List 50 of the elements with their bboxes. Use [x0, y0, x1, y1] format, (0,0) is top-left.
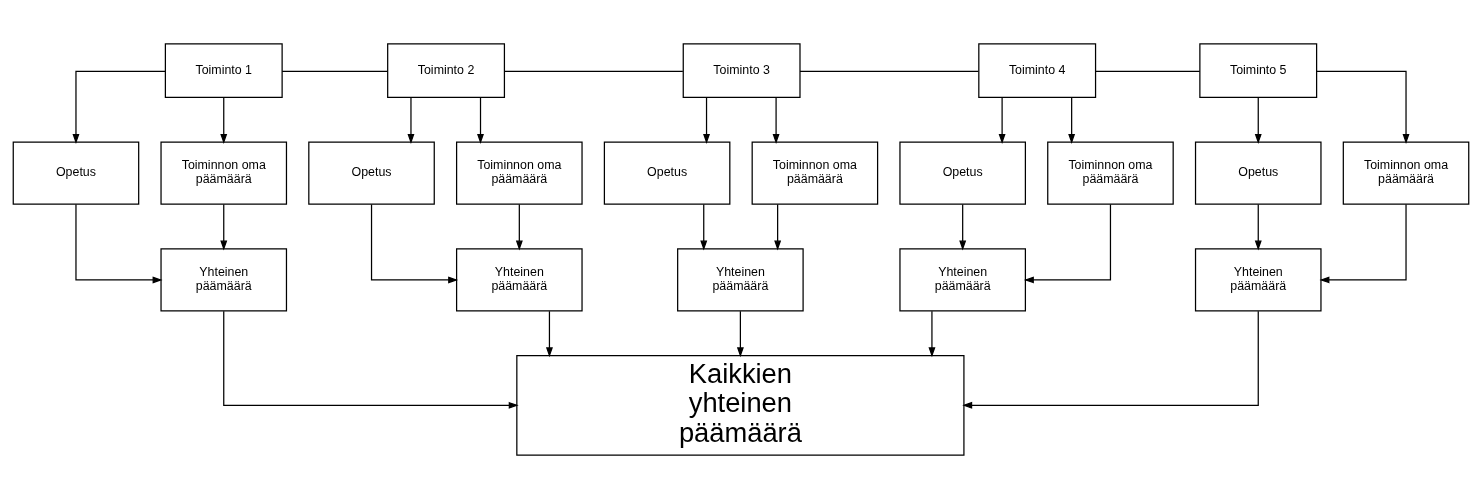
node-box: Toiminnon oma päämäärä	[1047, 141, 1174, 205]
connector	[1095, 70, 1201, 72]
connector	[503, 70, 684, 72]
node-box: Toiminnon oma päämäärä	[160, 141, 288, 205]
node-box: Toiminto 5	[1199, 43, 1318, 98]
node-box: Yhteinen päämäärä	[899, 248, 1026, 312]
node-box: Opetus	[1194, 141, 1322, 205]
node-box: Toiminto 2	[387, 43, 506, 98]
arrow	[370, 203, 459, 284]
arrow	[477, 96, 484, 144]
arrow	[220, 96, 228, 144]
node-box: Toiminnon oma päämäärä	[751, 141, 879, 205]
node-box: Kaikkien yhteinen päämäärä	[516, 355, 965, 456]
arrow	[545, 310, 553, 358]
arrow	[220, 203, 228, 251]
node-box: Opetus	[308, 141, 435, 205]
node-box: Toiminnon oma päämäärä	[456, 141, 583, 205]
arrow	[1254, 203, 1262, 251]
arrow	[700, 203, 708, 251]
arrow	[1023, 203, 1112, 284]
arrow	[515, 203, 523, 251]
arrow	[72, 70, 166, 144]
arrow	[1316, 70, 1410, 144]
arrow	[1319, 203, 1407, 284]
arrow	[772, 96, 780, 144]
node-box: Yhteinen päämäärä	[160, 248, 288, 312]
arrow	[998, 96, 1006, 144]
arrow	[736, 310, 744, 358]
node-box: Toiminto 4	[978, 43, 1097, 98]
arrow	[962, 310, 1259, 409]
arrow	[703, 96, 711, 144]
arrow	[928, 310, 936, 358]
node-box: Opetus	[12, 141, 140, 205]
node-box: Yhteinen päämäärä	[1194, 248, 1322, 312]
arrow	[75, 203, 163, 284]
arrow	[407, 96, 415, 144]
node-box: Yhteinen päämäärä	[456, 248, 583, 312]
node-box: Toiminnon oma päämäärä	[1342, 141, 1470, 205]
arrow	[223, 310, 519, 409]
node-box: Toiminto 3	[682, 43, 801, 98]
node-box: Yhteinen päämäärä	[677, 248, 804, 312]
node-box: Opetus	[603, 141, 731, 205]
arrow	[774, 203, 782, 251]
node-box: Opetus	[899, 141, 1026, 205]
arrow	[959, 203, 967, 251]
arrow	[1068, 96, 1076, 144]
node-box: Toiminto 1	[164, 43, 283, 98]
arrow	[1254, 96, 1262, 144]
connector	[281, 70, 389, 72]
connector	[799, 70, 980, 72]
